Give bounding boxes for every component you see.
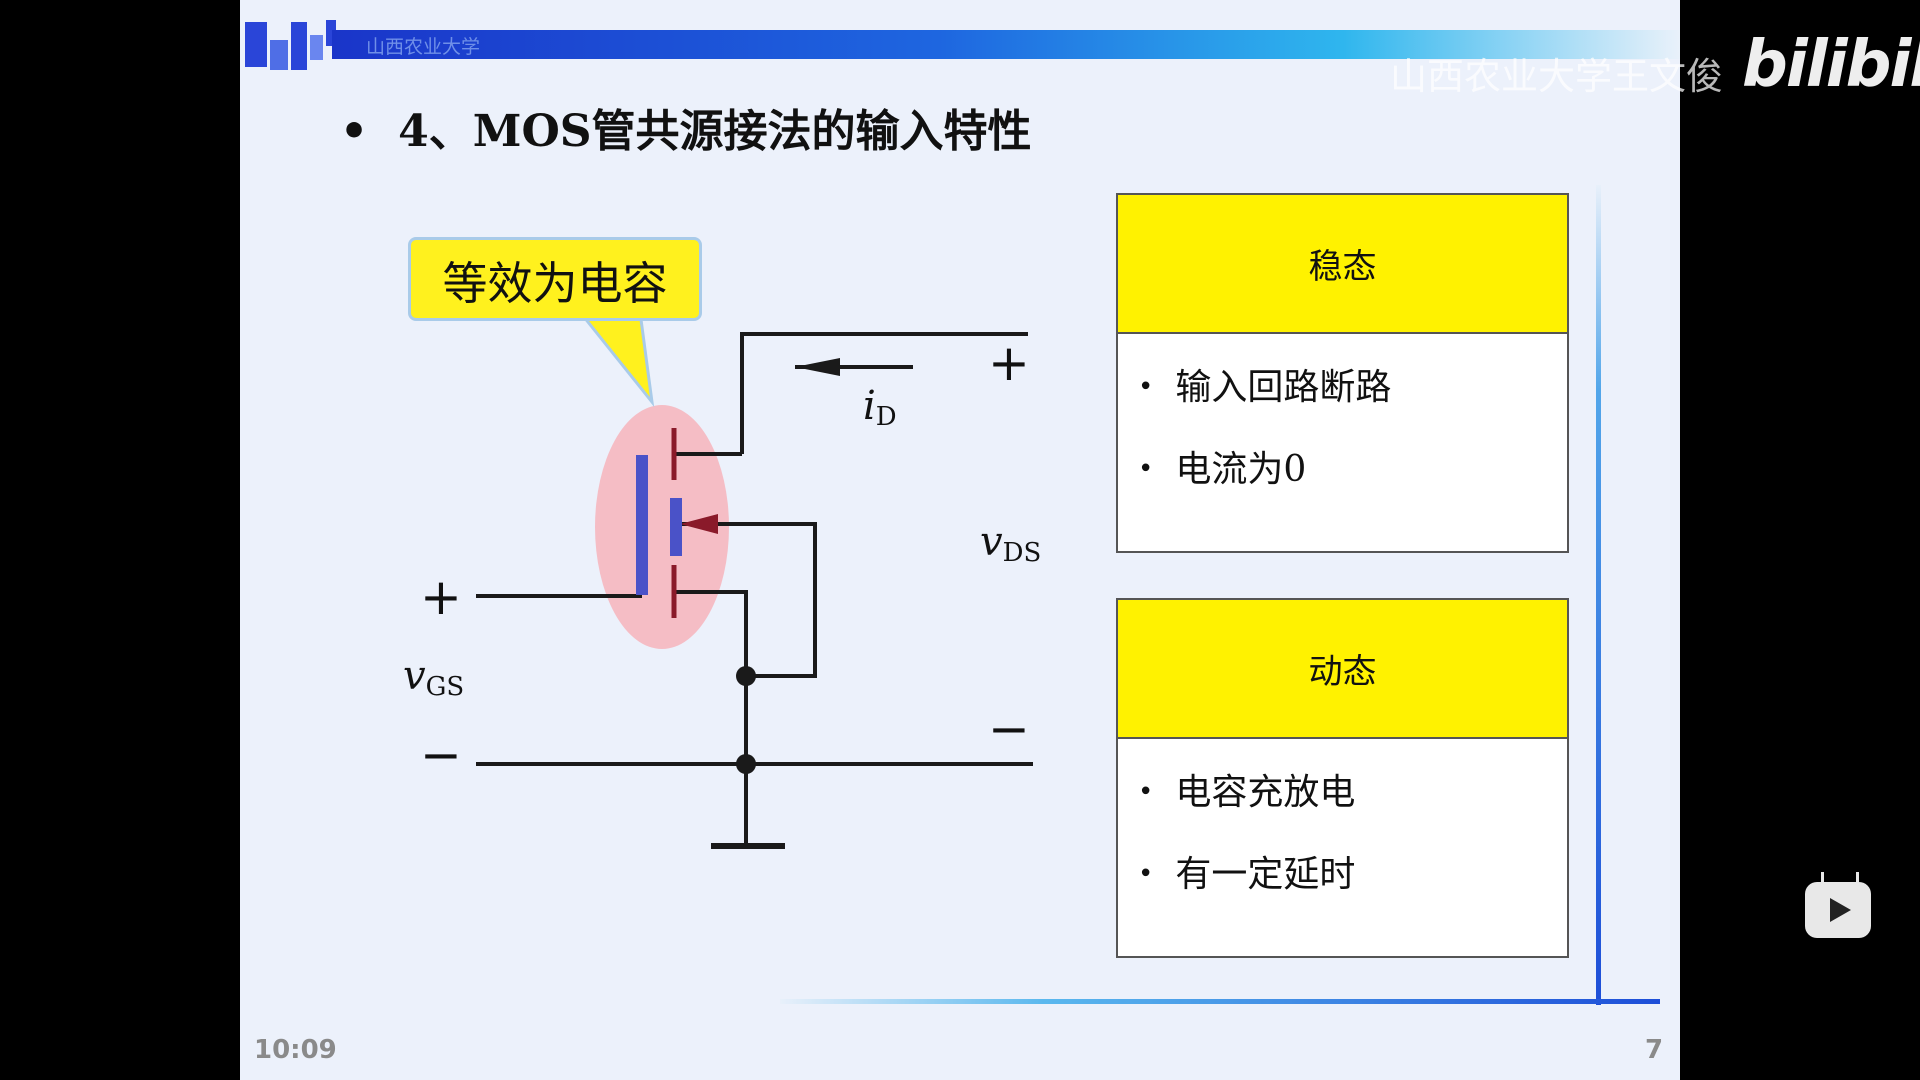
decor-vertical-line [1596, 185, 1601, 1005]
vds-plus-sign: + [988, 334, 1030, 392]
id-arrow-head [795, 358, 840, 376]
id-label: iD [863, 383, 897, 432]
steady-state-heading: 稳态 [1118, 195, 1567, 334]
source-node [736, 666, 756, 686]
gate-plate [636, 455, 648, 595]
bilibili-logo: bilibili [1742, 28, 1920, 102]
body-arrow-head [680, 514, 718, 534]
steady-state-panel: 稳态 •输入回路断路 •电流为0 [1116, 193, 1569, 553]
gate-highlight [595, 405, 729, 649]
vgs-label: vGS [403, 653, 465, 702]
vds-minus-sign: − [988, 700, 1030, 758]
title-text: 4、MOS管共源接法的输入特性 [398, 106, 1032, 157]
vgs-plus-sign: + [420, 568, 462, 626]
list-item: •电流为0 [1138, 449, 1307, 490]
list-item: •输入回路断路 [1138, 367, 1392, 408]
steady-state-body: •输入回路断路 •电流为0 [1118, 334, 1567, 492]
mos-circuit-diagram [476, 310, 1033, 849]
dynamic-state-body: •电容充放电 •有一定延时 [1118, 739, 1567, 897]
dynamic-state-heading: 动态 [1118, 600, 1567, 739]
decor-horizontal-line [780, 999, 1660, 1004]
ground-node [736, 754, 756, 774]
dynamic-state-panel: 动态 •电容充放电 •有一定延时 [1116, 598, 1569, 958]
list-item: •电容充放电 [1138, 772, 1356, 813]
clock-text: 10:09 [254, 1035, 337, 1065]
header-university: 山西农业大学 [366, 36, 481, 58]
header-bar [332, 30, 1680, 59]
equivalent-capacitor-callout: 等效为电容 [408, 237, 702, 321]
title-bullet: • [340, 106, 369, 157]
slide-title: • 4、MOS管共源接法的输入特性 [340, 95, 1032, 159]
vds-label: vDS [980, 519, 1042, 568]
drain-wire [740, 332, 1028, 454]
vgs-minus-sign: − [420, 726, 462, 784]
page-number: 7 [1645, 1035, 1664, 1065]
list-item: •有一定延时 [1138, 854, 1356, 895]
body-plate [670, 498, 682, 556]
slide: 山西农业大学 •4、MOS管共源接法的输入特性 等效为电容 iD vDS vG [240, 0, 1680, 1080]
callout-pointer [576, 310, 655, 408]
play-icon[interactable] [1805, 882, 1871, 938]
body-wire [680, 522, 817, 678]
watermark-text: 山西农业大学王文俊 [1390, 55, 1723, 98]
